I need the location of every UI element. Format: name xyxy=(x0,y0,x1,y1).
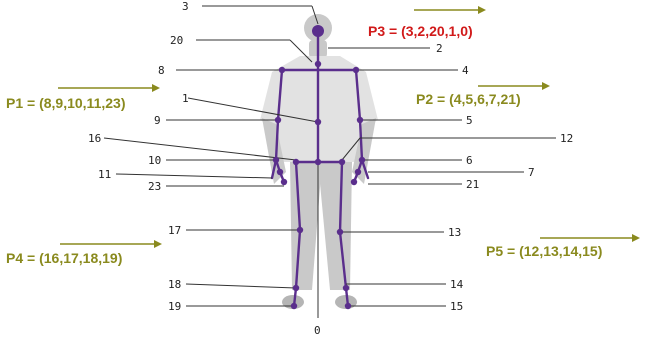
joint-label-left-hip: 12 xyxy=(560,132,573,145)
joint-label-right-knee: 17 xyxy=(168,224,181,237)
joint-dot-left-ankle xyxy=(343,285,349,291)
joint-label-right-ankle: 18 xyxy=(168,278,181,291)
p4-label: P4 = (16,17,18,19) xyxy=(6,250,122,266)
joint-dot-shoulder-center xyxy=(315,61,321,67)
part-group-p5: P5 = (12,13,14,15) xyxy=(486,234,640,259)
p2-label: P2 = (4,5,6,7,21) xyxy=(416,91,521,107)
joint-label-right-shoulder: 8 xyxy=(158,64,165,77)
joint-dot-spine-mid xyxy=(315,119,321,125)
joint-label-right-hand: 11 xyxy=(98,168,111,181)
part-group-p1: P1 = (8,9,10,11,23) xyxy=(6,84,160,111)
joint-label-left-wrist: 6 xyxy=(466,154,473,167)
joint-label-left-ankle: 14 xyxy=(450,278,464,291)
joint-dot-right-shoulder xyxy=(279,67,285,73)
joint-dot-left-knee xyxy=(337,229,343,235)
joint-dot-right-hip xyxy=(293,159,299,165)
joint-label-right-wrist: 10 xyxy=(148,154,161,167)
joint-dot-left-elbow xyxy=(357,117,363,123)
joint-label-spine-base: 1 xyxy=(182,92,189,105)
p3-label: P3 = (3,2,20,1,0) xyxy=(368,23,473,39)
joint-dot-head xyxy=(312,25,324,37)
joint-label-spine-mid: 2 xyxy=(436,42,443,55)
joint-dot-left-wrist xyxy=(359,157,365,163)
part-group-p4: P4 = (16,17,18,19) xyxy=(6,240,162,266)
joint-label-right-thumb: 23 xyxy=(148,180,161,193)
joint-dot-left-hip xyxy=(339,159,345,165)
joint-label-hip-center: 0 xyxy=(314,324,321,337)
joint-label-right-elbow: 9 xyxy=(154,114,161,127)
joint-dot-left-hand xyxy=(355,169,361,175)
joint-dot-right-foot xyxy=(291,303,297,309)
joint-dot-hip-center xyxy=(315,159,321,165)
joint-label-right-foot: 19 xyxy=(168,300,181,313)
joint-dot-left-shoulder xyxy=(353,67,359,73)
joint-dot-right-thumb xyxy=(281,179,287,185)
p1-arrow-head xyxy=(152,84,160,92)
joint-label-shoulder-center: 20 xyxy=(170,34,183,47)
p3-arrow-head xyxy=(478,6,486,14)
joint-dot-left-foot xyxy=(345,303,351,309)
part-group-p3: P3 = (3,2,20,1,0) xyxy=(368,6,486,39)
joint-label-left-shoulder: 4 xyxy=(462,64,469,77)
joint-dot-left-thumb xyxy=(351,179,357,185)
p5-arrow-head xyxy=(632,234,640,242)
p5-label: P5 = (12,13,14,15) xyxy=(486,243,602,259)
joint-label-left-elbow: 5 xyxy=(466,114,473,127)
p2-arrow-head xyxy=(542,82,550,90)
joint-dot-right-knee xyxy=(297,227,303,233)
p1-label: P1 = (8,9,10,11,23) xyxy=(6,95,125,111)
part-group-p2: P2 = (4,5,6,7,21) xyxy=(416,82,550,107)
joint-label-head: 3 xyxy=(182,0,189,13)
joint-dot-right-ankle xyxy=(293,285,299,291)
joint-dot-right-hand xyxy=(277,169,283,175)
p4-arrow-head xyxy=(154,240,162,248)
joint-label-left-knee: 13 xyxy=(448,226,461,239)
joint-label-right-hip: 16 xyxy=(88,132,101,145)
joint-label-left-hand: 7 xyxy=(528,166,535,179)
joint-label-left-foot: 15 xyxy=(450,300,463,313)
joint-dot-right-elbow xyxy=(275,117,281,123)
joint-dot-right-wrist xyxy=(273,157,279,163)
joint-label-left-thumb: 21 xyxy=(466,178,479,191)
